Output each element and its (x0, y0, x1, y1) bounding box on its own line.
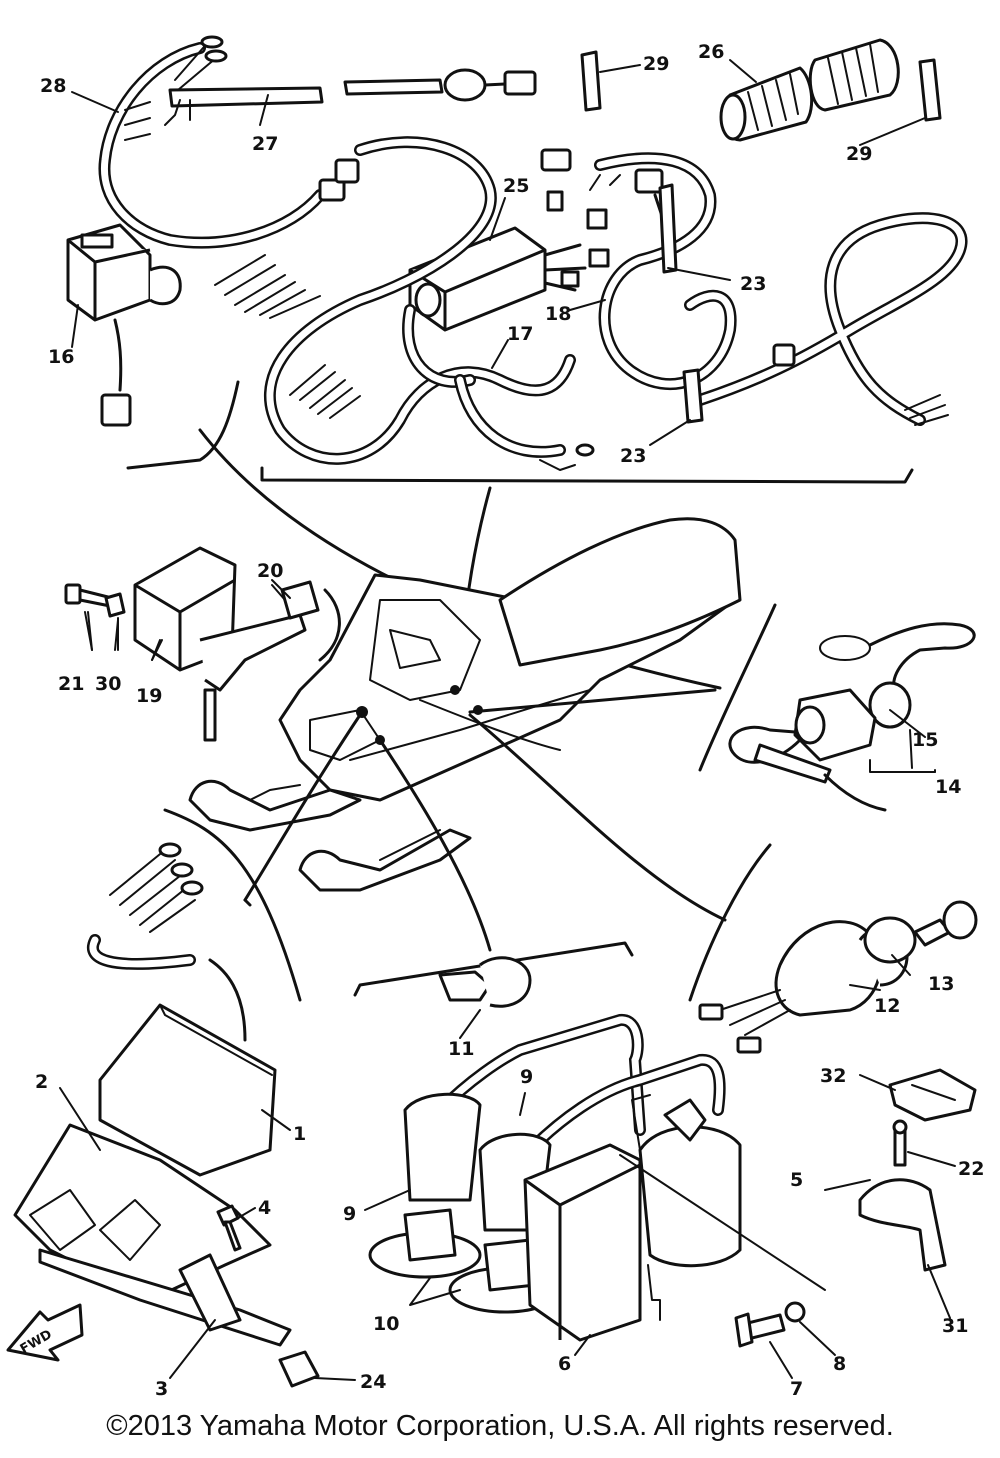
part-16-relay (66, 223, 182, 427)
label-15: 15 (912, 729, 938, 751)
label-19: 19 (136, 685, 162, 707)
label-8: 8 (833, 1353, 846, 1375)
label-28: 28 (40, 75, 66, 97)
switch-group (698, 603, 976, 812)
label-22: 22 (958, 1158, 984, 1180)
snowmobile-overview (188, 517, 742, 952)
label-2: 2 (35, 1071, 48, 1093)
cdi-group (6, 808, 320, 1388)
bracket-line-top-left (126, 380, 240, 470)
label-20: 20 (257, 560, 283, 582)
label-3: 3 (155, 1378, 168, 1400)
label-4: 4 (258, 1197, 271, 1219)
part-26-grips (719, 38, 900, 142)
part-18-harness (540, 148, 737, 391)
label-29-left: 29 (643, 53, 669, 75)
label-6: 6 (558, 1353, 571, 1375)
label-12: 12 (874, 995, 900, 1017)
main-switch-group (698, 900, 978, 1272)
exploded-parts-diagram: 28 27 16 25 17 18 23 23 29 29 26 20 21 3… (6, 35, 984, 1400)
bracket-main-switch (688, 843, 772, 1002)
label-14: 14 (935, 776, 961, 798)
label-25: 25 (503, 175, 529, 197)
label-9-lower: 9 (343, 1203, 356, 1225)
label-26: 26 (698, 41, 724, 63)
leader-line-ignition (378, 738, 492, 952)
copyright-notice: ©2013 Yamaha Motor Corporation, U.S.A. A… (106, 1410, 894, 1442)
leader-line-main-switch (468, 713, 727, 922)
part-27-tube (164, 68, 537, 126)
label-13: 13 (928, 973, 954, 995)
label-1: 1 (293, 1123, 306, 1145)
label-18: 18 (545, 303, 571, 325)
part-29-bands (580, 50, 942, 122)
label-31: 31 (942, 1315, 968, 1337)
label-24: 24 (360, 1371, 386, 1393)
label-11: 11 (448, 1038, 474, 1060)
label-leaders (59, 59, 956, 1381)
label-9-upper: 9 (520, 1066, 533, 1088)
label-23-lower: 23 (620, 445, 646, 467)
label-30: 30 (95, 673, 121, 695)
label-10: 10 (373, 1313, 399, 1335)
harness-group (66, 35, 968, 692)
leader-line-switch (468, 688, 717, 714)
label-23-upper: 23 (740, 273, 766, 295)
bracket-rectifier (318, 588, 341, 662)
ignition-coil-group (353, 843, 826, 1348)
rectifier-group (64, 546, 341, 742)
label-29-right: 29 (846, 143, 872, 165)
bracket-line-top (260, 466, 914, 484)
bracket-switch (698, 603, 777, 772)
label-27: 27 (252, 133, 278, 155)
label-32: 32 (820, 1065, 846, 1087)
bracket-cdi (163, 808, 302, 1002)
label-5: 5 (790, 1169, 803, 1191)
part-28-sub-harness (98, 35, 360, 249)
part-lead-wire (694, 212, 968, 426)
mount-point-3 (450, 685, 460, 695)
label-17: 17 (507, 323, 533, 345)
label-7: 7 (790, 1378, 803, 1400)
label-16: 16 (48, 346, 74, 368)
part-17-main-harness (214, 136, 595, 471)
label-21: 21 (58, 673, 84, 695)
